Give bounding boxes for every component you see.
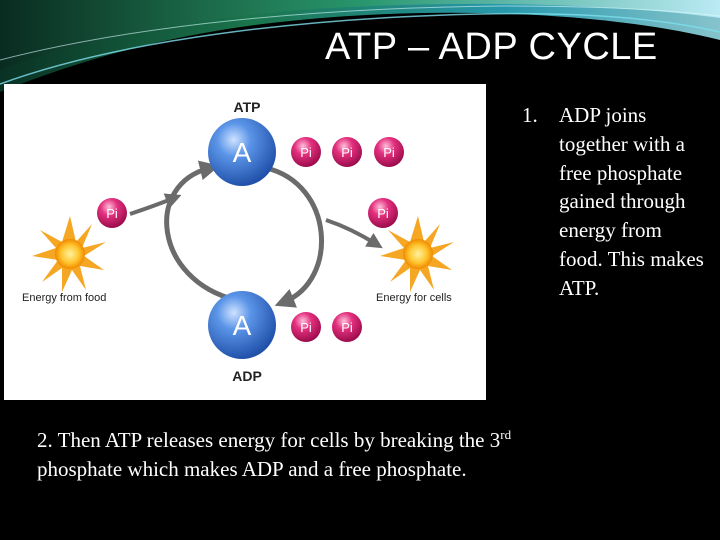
energy-from-food-sun-icon bbox=[32, 216, 106, 292]
energy-for-cells-label: Energy for cells bbox=[376, 292, 452, 304]
svg-text:Pi: Pi bbox=[341, 320, 353, 335]
energy-for-cells-sun-icon bbox=[380, 216, 454, 292]
atp-adenosine-molecule: A bbox=[208, 118, 276, 186]
energy-from-food-label: Energy from food bbox=[22, 292, 106, 304]
step-2-superscript: rd bbox=[500, 427, 512, 442]
atp-label: ATP bbox=[234, 99, 261, 115]
atp-adp-cycle-figure: ATP A Pi Pi Pi Pi bbox=[4, 84, 486, 400]
step-2-text-block: 2. Then ATP releases energy for cells by… bbox=[37, 426, 537, 483]
atp-phosphate-3: Pi bbox=[374, 137, 404, 167]
free-phosphate-left: Pi bbox=[97, 198, 127, 228]
free-phosphate-right: Pi bbox=[368, 198, 398, 228]
adp-phosphate-1: Pi bbox=[291, 312, 321, 342]
svg-text:A: A bbox=[233, 310, 252, 341]
adp-adenosine-molecule: A bbox=[208, 291, 276, 359]
cycle-arrow-right bbox=[265, 165, 324, 308]
svg-text:Pi: Pi bbox=[300, 145, 312, 160]
svg-text:Pi: Pi bbox=[383, 145, 395, 160]
slide-title: ATP – ADP CYCLE bbox=[325, 26, 658, 68]
phosphate-out-arrow bbox=[325, 218, 383, 249]
atp-phosphate-2: Pi bbox=[332, 137, 362, 167]
step-1-number: 1. bbox=[522, 103, 538, 127]
adp-label: ADP bbox=[232, 368, 262, 384]
step-1-description: ADP joins together with a free phosphate… bbox=[559, 103, 704, 300]
svg-text:Pi: Pi bbox=[377, 206, 389, 221]
atp-phosphate-1: Pi bbox=[291, 137, 321, 167]
svg-text:Pi: Pi bbox=[106, 206, 118, 221]
cycle-arrow-left bbox=[164, 160, 237, 303]
svg-text:Pi: Pi bbox=[341, 145, 353, 160]
phosphate-in-arrow bbox=[129, 193, 182, 216]
step-2-suffix: phosphate which makes ADP and a free pho… bbox=[37, 456, 467, 481]
step-2-prefix: 2. Then ATP releases energy for cells by… bbox=[37, 428, 501, 452]
decorative-swoosh bbox=[0, 0, 720, 92]
svg-text:Pi: Pi bbox=[300, 320, 312, 335]
adp-phosphate-2: Pi bbox=[332, 312, 362, 342]
svg-text:A: A bbox=[233, 137, 252, 168]
